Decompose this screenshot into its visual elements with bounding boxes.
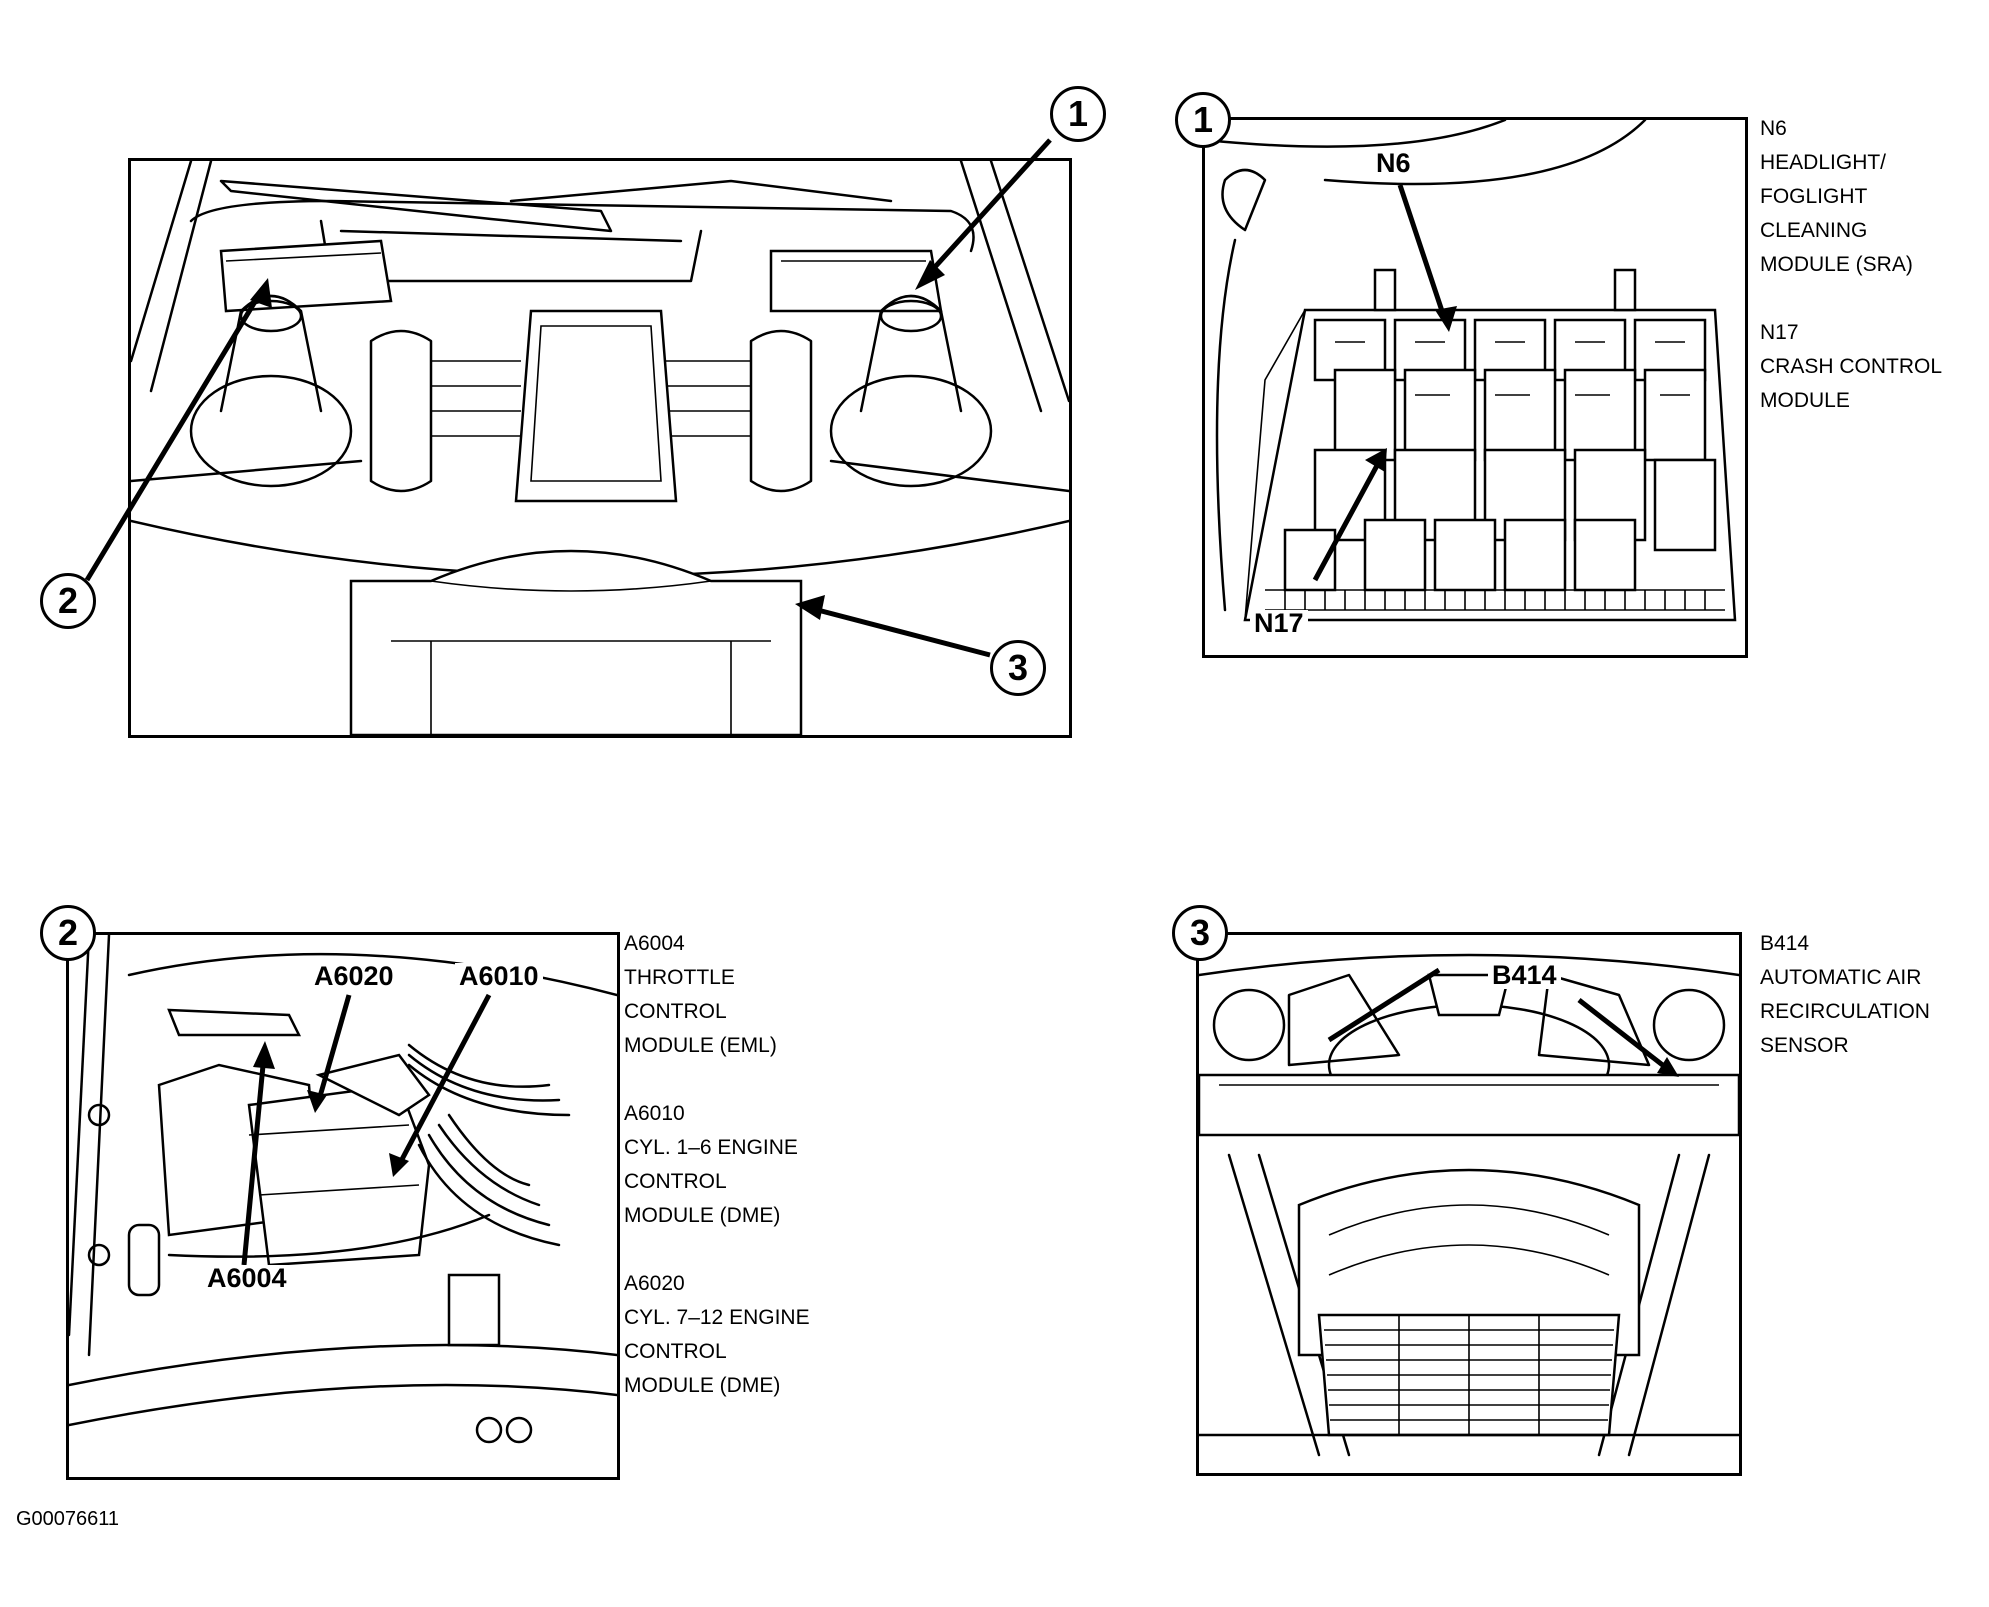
figure-id: G00076611	[16, 1508, 120, 1530]
legend-desc-line: AUTOMATIC AIR	[1760, 966, 1922, 989]
label-n6: N6	[1372, 150, 1415, 177]
legend-code: A6020	[624, 1272, 685, 1295]
overview-panel	[128, 158, 1072, 738]
arrow-n17	[1312, 458, 1383, 582]
relay-box-illustration	[1205, 120, 1737, 622]
arrow-n6	[1397, 184, 1448, 321]
legend-entry-a6020: A6020 CYL. 7–12 ENGINE CONTROL MODULE (D…	[624, 1267, 810, 1403]
legend-desc-line: CONTROL	[624, 1000, 727, 1023]
label-n17: N17	[1250, 610, 1308, 637]
legend-desc-line: CRASH CONTROL	[1760, 355, 1943, 378]
label-a6004: A6004	[203, 1265, 291, 1292]
legend-entry-a6004: A6004 THROTTLE CONTROL MODULE (EML)	[624, 927, 810, 1063]
arrow-b414-left	[1327, 967, 1441, 1043]
legend-desc-line: HEADLIGHT/	[1760, 151, 1887, 174]
arrow-head-a6004	[253, 1041, 275, 1069]
relay-grid	[1283, 318, 1717, 592]
legend-desc-line: CYL. 7–12 ENGINE	[624, 1306, 810, 1329]
arrow-head-n17	[1365, 448, 1387, 472]
legend-desc-line: FOGLIGHT	[1760, 185, 1868, 208]
legend-desc-line: MODULE (DME)	[624, 1374, 781, 1397]
legend-desc-line: CONTROL	[624, 1170, 727, 1193]
legend-desc-line: MODULE (SRA)	[1760, 253, 1913, 276]
legend-desc-line: MODULE	[1760, 389, 1850, 412]
detail2-legend: A6004 THROTTLE CONTROL MODULE (EML) A601…	[624, 927, 810, 1437]
legend-desc-line: CYL. 1–6 ENGINE	[624, 1136, 798, 1159]
legend-code: A6004	[624, 932, 685, 955]
legend-desc-line: CLEANING	[1760, 219, 1868, 242]
legend-entry-n17: N17 CRASH CONTROL MODULE	[1760, 316, 1942, 418]
detail1-panel	[1202, 117, 1748, 658]
legend-code: A6010	[624, 1102, 685, 1125]
label-a6020: A6020	[310, 963, 398, 990]
detail1-callout: 1	[1175, 92, 1231, 148]
engine-bay-illustration	[131, 161, 1069, 735]
legend-desc-line: SENSOR	[1760, 1034, 1849, 1057]
arrow-head-a6010	[389, 1153, 409, 1177]
detail3-legend: B414 AUTOMATIC AIR RECIRCULATION SENSOR	[1760, 927, 1930, 1097]
legend-code: N6	[1760, 117, 1787, 140]
detail2-panel	[66, 932, 620, 1480]
overview-callout-2: 2	[40, 573, 96, 629]
detail1-legend: N6 HEADLIGHT/ FOGLIGHT CLEANING MODULE (…	[1760, 112, 1942, 452]
detail3-callout: 3	[1172, 905, 1228, 961]
label-a6010: A6010	[455, 963, 543, 990]
detail2-callout: 2	[40, 905, 96, 961]
arrow-b414-right	[1577, 998, 1671, 1072]
label-b414: B414	[1488, 962, 1561, 989]
legend-entry-a6010: A6010 CYL. 1–6 ENGINE CONTROL MODULE (DM…	[624, 1097, 810, 1233]
legend-desc-line: CONTROL	[624, 1340, 727, 1363]
arrow-a6004	[241, 1054, 267, 1266]
legend-entry-n6: N6 HEADLIGHT/ FOGLIGHT CLEANING MODULE (…	[1760, 112, 1942, 282]
arrow-head-a6020	[307, 1090, 327, 1113]
legend-code: N17	[1760, 321, 1799, 344]
legend-desc-line: MODULE (EML)	[624, 1034, 777, 1057]
arrow-a6010	[396, 993, 492, 1167]
legend-desc-line: RECIRCULATION	[1760, 1000, 1930, 1023]
legend-desc-line: THROTTLE	[624, 966, 735, 989]
recirculation-sensor-illustration	[1199, 953, 1739, 1457]
arrow-head-b414	[1657, 1057, 1679, 1077]
legend-code: B414	[1760, 932, 1810, 955]
overview-callout-1: 1	[1050, 86, 1106, 142]
overview-callout-3: 3	[990, 640, 1046, 696]
arrow-a6020	[316, 994, 352, 1101]
detail3-panel	[1196, 932, 1742, 1476]
control-modules-illustration	[69, 935, 617, 1444]
arrow-head-n6	[1435, 306, 1457, 332]
legend-desc-line: MODULE (DME)	[624, 1204, 781, 1227]
legend-entry-b414: B414 AUTOMATIC AIR RECIRCULATION SENSOR	[1760, 927, 1930, 1063]
